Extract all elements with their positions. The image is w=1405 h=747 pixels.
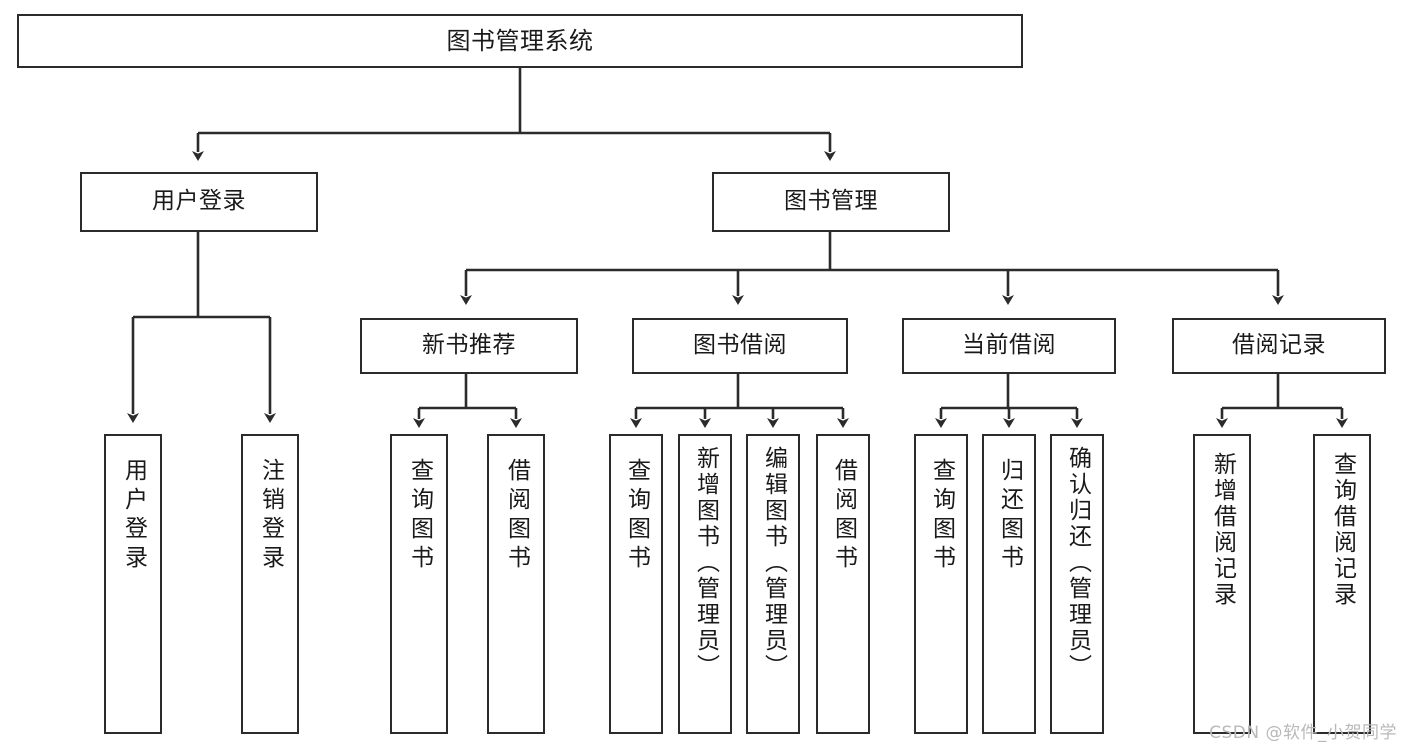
node-leaf-confirm-return-label: 确认归还（管理员）: [1064, 446, 1091, 680]
node-leaf-add-book[interactable]: 新增图书（管理员）: [678, 434, 732, 734]
node-leaf-query-book-1-label: 查询图书: [406, 458, 433, 574]
node-user-login-label: 用户登录: [152, 188, 246, 215]
node-leaf-query-book-2-label: 查询图书: [623, 458, 650, 574]
node-leaf-add-record-label: 新增借阅记录: [1209, 452, 1236, 608]
node-leaf-query-record-label: 查询借阅记录: [1329, 452, 1356, 608]
node-leaf-query-book-1[interactable]: 查询图书: [390, 434, 448, 734]
node-leaf-user-login-label: 用户登录: [120, 458, 147, 574]
node-current-borrow[interactable]: 当前借阅: [902, 318, 1116, 374]
node-root-label: 图书管理系统: [446, 26, 594, 55]
node-current-borrow-label: 当前借阅: [962, 332, 1056, 359]
node-leaf-borrow-book-2[interactable]: 借阅图书: [816, 434, 870, 734]
csdn-watermark: CSDN @软件_小贺同学: [1209, 723, 1397, 743]
node-leaf-user-login[interactable]: 用户登录: [104, 434, 162, 734]
node-leaf-return-book[interactable]: 归还图书: [982, 434, 1036, 734]
node-book-borrow-label: 图书借阅: [693, 332, 787, 359]
node-leaf-query-record[interactable]: 查询借阅记录: [1313, 434, 1371, 734]
node-leaf-logout-login-label: 注销登录: [257, 458, 284, 574]
node-book-borrow[interactable]: 图书借阅: [632, 318, 848, 374]
node-leaf-query-book-3[interactable]: 查询图书: [914, 434, 968, 734]
node-root[interactable]: 图书管理系统: [17, 14, 1023, 68]
node-leaf-confirm-return[interactable]: 确认归还（管理员）: [1050, 434, 1104, 734]
node-leaf-query-book-3-label: 查询图书: [928, 458, 955, 574]
node-leaf-query-book-2[interactable]: 查询图书: [609, 434, 663, 734]
node-leaf-edit-book-label: 编辑图书（管理员）: [760, 446, 787, 680]
node-new-book-recommend-label: 新书推荐: [422, 332, 516, 359]
node-leaf-borrow-book-1-label: 借阅图书: [503, 458, 530, 574]
node-leaf-borrow-book-2-label: 借阅图书: [830, 458, 857, 574]
node-leaf-return-book-label: 归还图书: [996, 458, 1023, 574]
node-user-login[interactable]: 用户登录: [80, 172, 318, 232]
node-book-manage-label: 图书管理: [784, 188, 878, 215]
node-leaf-add-book-label: 新增图书（管理员）: [692, 446, 719, 680]
node-book-manage[interactable]: 图书管理: [712, 172, 950, 232]
node-borrow-record-label: 借阅记录: [1232, 332, 1326, 359]
node-leaf-borrow-book-1[interactable]: 借阅图书: [487, 434, 545, 734]
node-leaf-logout-login[interactable]: 注销登录: [241, 434, 299, 734]
node-new-book-recommend[interactable]: 新书推荐: [360, 318, 578, 374]
node-borrow-record[interactable]: 借阅记录: [1172, 318, 1386, 374]
node-leaf-add-record[interactable]: 新增借阅记录: [1193, 434, 1251, 734]
node-leaf-edit-book[interactable]: 编辑图书（管理员）: [746, 434, 800, 734]
